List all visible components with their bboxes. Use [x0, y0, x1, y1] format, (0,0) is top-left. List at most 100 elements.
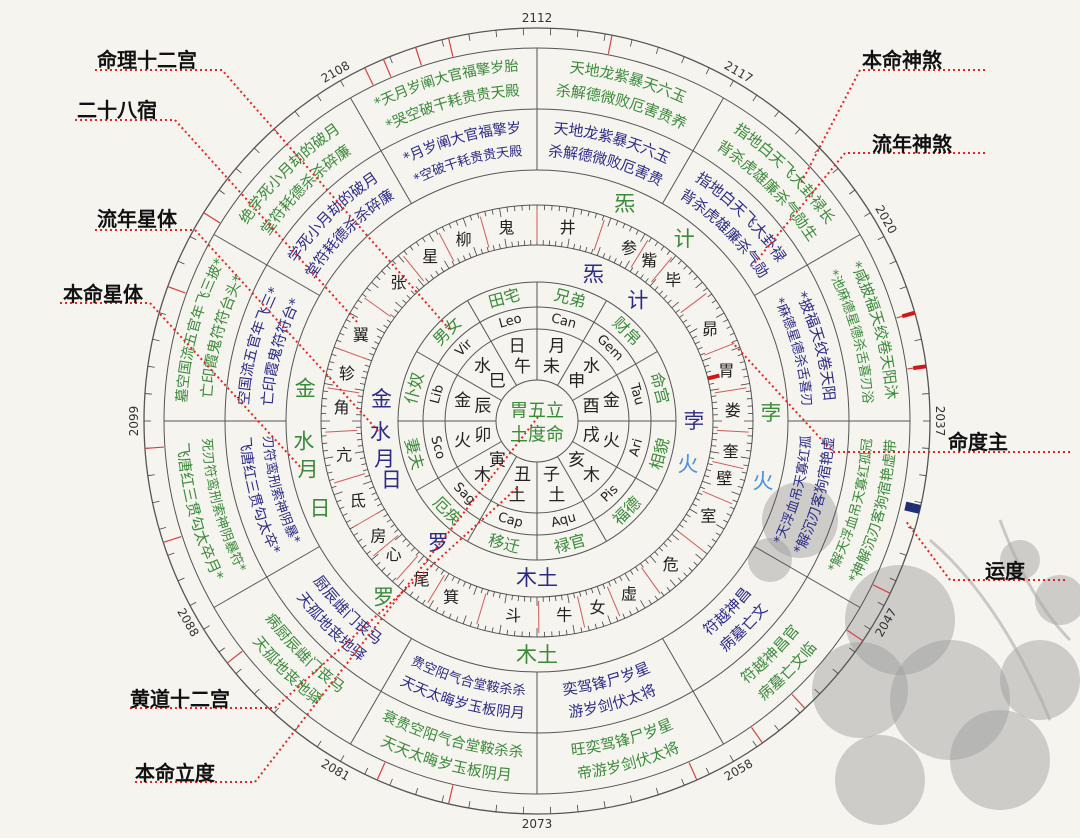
year-tick	[794, 707, 801, 714]
degree-tick	[666, 587, 671, 592]
lunar-mansion: 觜	[641, 251, 657, 270]
degree-tick	[477, 623, 480, 629]
degree-tick	[394, 309, 399, 313]
degree-tick	[395, 533, 403, 541]
natal-planet: 木土	[516, 643, 558, 667]
degree-tick	[697, 347, 703, 350]
mansion-boundary	[680, 293, 707, 314]
year-tick	[235, 668, 242, 674]
degree-tick	[484, 625, 487, 631]
mansion-boundary	[577, 596, 586, 628]
degree-tick	[658, 547, 664, 552]
degree-tick	[362, 370, 368, 373]
degree-tick	[428, 600, 434, 609]
branch-ruling-planet: 火	[603, 431, 620, 451]
annotation-leader-line	[799, 69, 985, 186]
lunar-mansion: 轸	[339, 364, 355, 383]
degree-tick	[463, 581, 466, 587]
degree-tick	[392, 577, 397, 582]
degree-tick	[732, 339, 738, 343]
degree-tick	[403, 250, 408, 255]
year-tick	[849, 647, 856, 653]
lunar-mansion: 虚	[621, 585, 637, 604]
lunar-mansion: 壁	[716, 469, 732, 488]
label-natal-shensha: 本命神煞	[862, 48, 942, 72]
degree-tick	[683, 572, 688, 577]
degree-tick	[402, 299, 407, 304]
degree-tick	[706, 469, 712, 472]
year-tick	[603, 33, 606, 41]
degree-tick	[392, 260, 397, 265]
degree-tick	[715, 306, 721, 310]
degree-tick	[395, 301, 403, 309]
zodiac-sign: Pis	[598, 482, 621, 505]
year-tick	[152, 500, 160, 504]
natal-planet: 炁	[614, 192, 635, 216]
year-tick	[603, 801, 606, 809]
degree-tick	[667, 538, 672, 543]
degree-tick	[663, 294, 668, 300]
branch-ruling-planet: 土	[548, 485, 565, 505]
transit-planet: 金	[371, 387, 392, 411]
degree-tick	[619, 576, 623, 582]
year-label: 2037	[933, 406, 947, 437]
earthly-branch: 辰	[474, 397, 491, 417]
mansion-boundary	[427, 575, 445, 603]
year-tick	[340, 80, 345, 87]
year-tick	[752, 94, 758, 102]
degree-tick	[700, 352, 705, 356]
degree-tick	[579, 245, 582, 251]
lunar-mansion: 翼	[353, 326, 369, 345]
mansion-boundary	[438, 232, 455, 262]
degree-tick	[376, 503, 382, 507]
flower-stem	[929, 519, 1072, 721]
year-marker-tick	[872, 584, 891, 594]
year-tick	[316, 740, 322, 748]
zodiac-sign: Sco	[427, 434, 448, 460]
degree-tick	[688, 270, 693, 275]
degree-tick	[660, 591, 665, 596]
degree-tick	[492, 591, 495, 597]
lunar-mansion: 氐	[350, 491, 366, 510]
degree-tick	[587, 625, 590, 631]
degree-tick	[635, 270, 639, 276]
mansion-boundary	[396, 555, 419, 581]
degree-tick	[376, 276, 381, 281]
year-marker-tick	[448, 37, 454, 57]
degree-tick	[499, 624, 502, 634]
degree-tick	[448, 223, 452, 229]
degree-tick	[323, 449, 329, 452]
degree-tick	[514, 206, 516, 212]
branch-ruling-planet: 金	[454, 391, 471, 411]
degree-tick	[602, 584, 606, 589]
degree-tick	[711, 395, 717, 397]
life-palace: 田宅	[486, 285, 522, 312]
degree-tick	[415, 595, 420, 601]
degree-tick	[499, 208, 502, 218]
lunar-mansion: 尾	[414, 570, 430, 589]
degree-tick	[428, 233, 434, 242]
degree-tick	[369, 486, 374, 490]
year-tick	[441, 795, 445, 803]
annotation-leader-line	[130, 487, 518, 709]
lunar-mansion: 毕	[665, 271, 681, 290]
degree-tick	[649, 279, 657, 287]
year-tick	[147, 474, 155, 477]
degree-tick	[629, 267, 634, 272]
annotation-leader-line	[731, 341, 1070, 453]
sector-divider	[350, 97, 412, 204]
year-tick	[177, 577, 185, 582]
degree-tick	[746, 398, 752, 400]
degree-tick	[622, 613, 626, 619]
year-tick	[218, 647, 225, 653]
degree-tick	[624, 573, 630, 582]
degree-tick	[386, 319, 392, 323]
branch-ruling-planet: 月	[548, 337, 565, 357]
degree-tick	[491, 627, 494, 633]
degree-tick	[635, 607, 639, 612]
year-tick	[832, 168, 839, 174]
degree-tick	[558, 206, 560, 212]
year-tick	[235, 168, 242, 174]
degree-tick	[435, 270, 439, 276]
degree-tick	[572, 624, 575, 634]
